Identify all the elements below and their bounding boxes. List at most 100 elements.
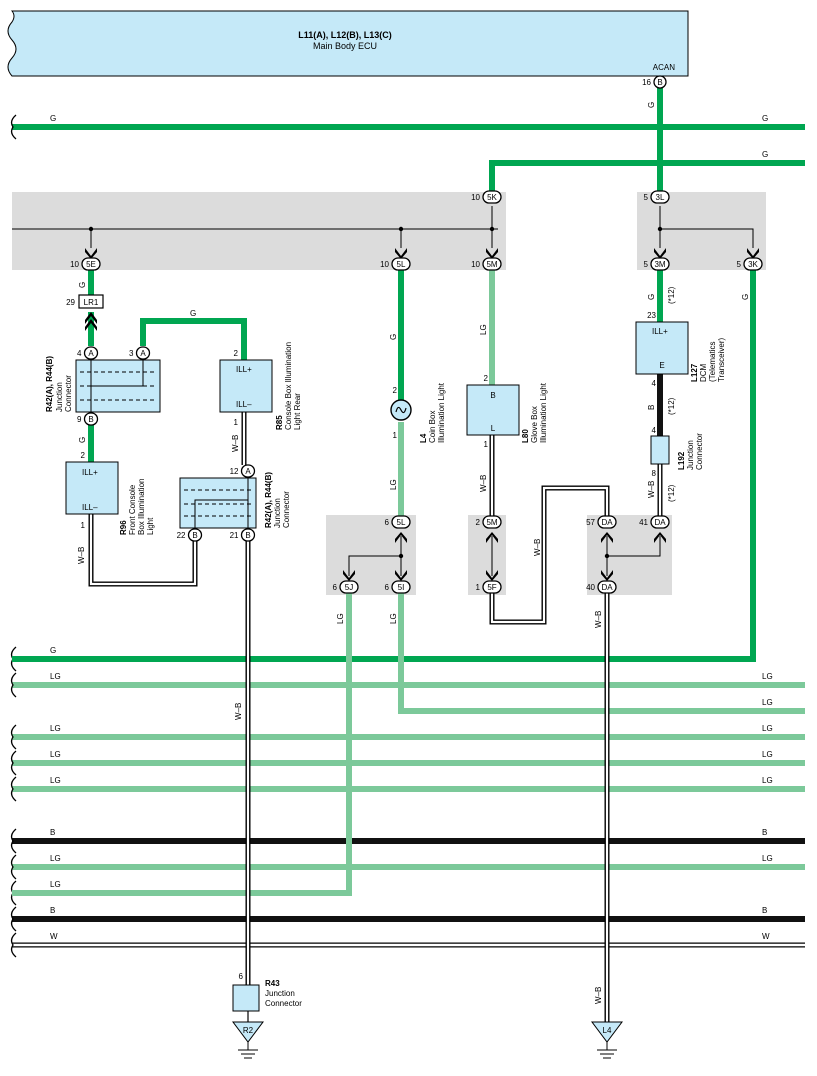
l4-coin-box-light [390, 399, 412, 421]
r96-pin-top: 2 [81, 451, 86, 460]
connector-pin: 22 [177, 531, 186, 540]
r96-front-console-light [65, 461, 119, 515]
r85-desc2: Light Rear [293, 393, 302, 430]
bus-label-right: LG [762, 672, 773, 681]
connector-pin: 10 [471, 193, 480, 202]
wire-label: W–B [231, 435, 240, 452]
wire-label: LG [389, 479, 398, 490]
wire-label: (*12) [667, 286, 676, 304]
wire-label: W–B [647, 481, 656, 498]
ecu-name: Main Body ECU [313, 41, 377, 51]
ground-l4 [591, 1021, 623, 1059]
l127-pin-top: 23 [647, 311, 656, 320]
connector-5f: 5F1 [476, 580, 502, 594]
acan-label: ACAN [653, 63, 675, 72]
connector-a: A12 [230, 464, 256, 478]
connector-pin: 29 [66, 298, 75, 307]
r85-ill-minus: ILL– [236, 400, 252, 409]
l192-junction-connector [650, 435, 670, 465]
connector-pin: 3 [129, 349, 134, 358]
connector-a: A4 [77, 346, 99, 360]
ground-l4-label: L4 [603, 1026, 612, 1035]
l192-ref: L192 [677, 451, 686, 470]
bus-label-right: B [762, 906, 767, 915]
connector-code: 5M [486, 260, 497, 269]
bus-label-left: LG [50, 724, 61, 733]
bus-break-left [10, 854, 17, 880]
r42-low-desc2: Connector [282, 491, 291, 528]
bus-label-left: G [50, 646, 56, 655]
l192-desc2: Connector [695, 433, 704, 470]
wire-label: W–B [533, 539, 542, 556]
bus-break-left [10, 750, 17, 776]
vertical-wires [12, 82, 805, 896]
connector-code: LR1 [84, 298, 99, 307]
connector-code: B [657, 78, 662, 87]
r85-desc1: Console Box Illumination [284, 342, 293, 430]
l127-desc1: DCM [699, 363, 708, 382]
bus-label-right: LG [762, 776, 773, 785]
connector-pin: 21 [230, 531, 239, 540]
bus-lg: LG LG [10, 724, 805, 750]
r96-desc2: Box Illumination [137, 479, 146, 535]
bus-label-right: LG [762, 724, 773, 733]
bus-label-left: B [50, 906, 55, 915]
wire-label: W–B [594, 987, 603, 1004]
connector-a: A3 [129, 346, 151, 360]
main-body-ecu: L11(A), L12(B), L13(C) Main Body ECU ACA… [7, 10, 689, 77]
l192-desc1: Junction [686, 440, 695, 470]
connector-code: A [88, 349, 94, 358]
bus-break-left [10, 672, 17, 698]
wire-label: G [741, 294, 750, 300]
connector-code: 5F [487, 583, 496, 592]
wire-label: G [647, 102, 656, 108]
bus-label-left: LG [50, 672, 61, 681]
connector-lr1: LR1 29 [66, 294, 104, 309]
connector-code: 5L [397, 518, 406, 527]
bus-label-right: G [762, 114, 768, 123]
l127-ill-plus: ILL+ [652, 327, 668, 336]
wire-label: (*12) [667, 484, 676, 502]
r85-console-box-light [219, 359, 273, 413]
connector-code: 5M [486, 518, 497, 527]
l4-pin-bot: 1 [393, 431, 398, 440]
bus-break-left [10, 828, 17, 854]
connector-pin: 9 [77, 415, 82, 424]
bus-label-left: B [50, 828, 55, 837]
bus-break-left [10, 776, 17, 802]
connector-code: 5E [86, 260, 96, 269]
r96-ill-plus: ILL+ [82, 468, 98, 477]
r43-desc1: Junction [265, 989, 295, 998]
l80-pin-bot: 1 [484, 440, 489, 449]
r96-desc1: Front Console [128, 484, 137, 535]
bus-label-right: LG [762, 750, 773, 759]
connector-pin: 40 [586, 583, 595, 592]
junction-dots [88, 226, 663, 559]
wire-5k-g [489, 160, 805, 196]
r85-ref: R85 [275, 415, 284, 430]
connector-code: 3K [748, 260, 758, 269]
l4-desc1: Coin Box [428, 411, 437, 443]
bus-label-left: G [50, 114, 56, 123]
connector-pin: 5 [644, 193, 649, 202]
connector-pin: 6 [333, 583, 338, 592]
r43-desc2: Connector [265, 999, 302, 1008]
connector-code: B [245, 531, 250, 540]
connector-pin: 57 [586, 518, 595, 527]
r85-pin-top: 2 [234, 349, 239, 358]
connector-code: 5L [397, 260, 406, 269]
bus-lg: LG LG [10, 672, 805, 698]
wire-labels: G G (*12) G G G G G LG LG LG LG B (*12) … [77, 102, 750, 1004]
bus-label-left: W [50, 932, 58, 941]
